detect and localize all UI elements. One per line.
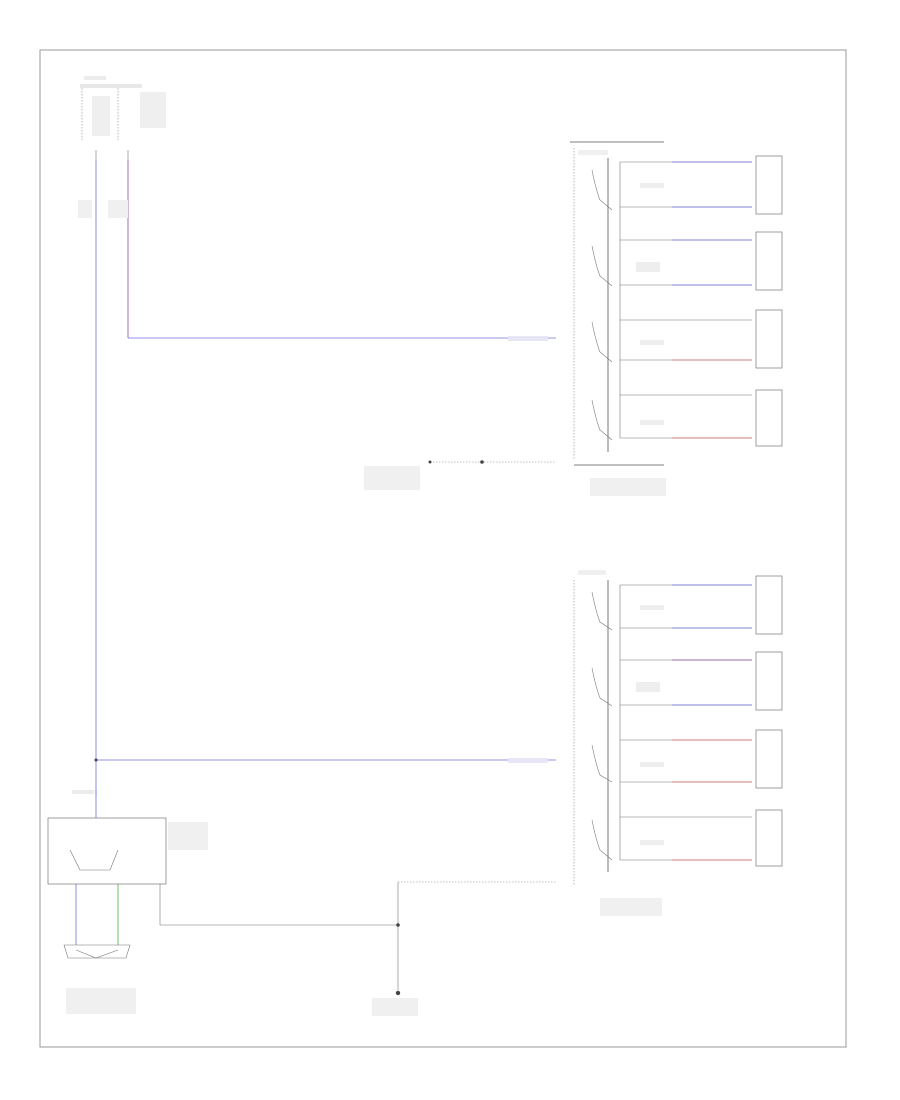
front-passenger-seat-switch <box>570 141 783 496</box>
driver-seat-switch <box>573 570 783 916</box>
diagram-frame <box>39 49 847 1048</box>
fuse-box-top-left <box>80 76 166 140</box>
lumbar-support-switch <box>47 790 208 1014</box>
